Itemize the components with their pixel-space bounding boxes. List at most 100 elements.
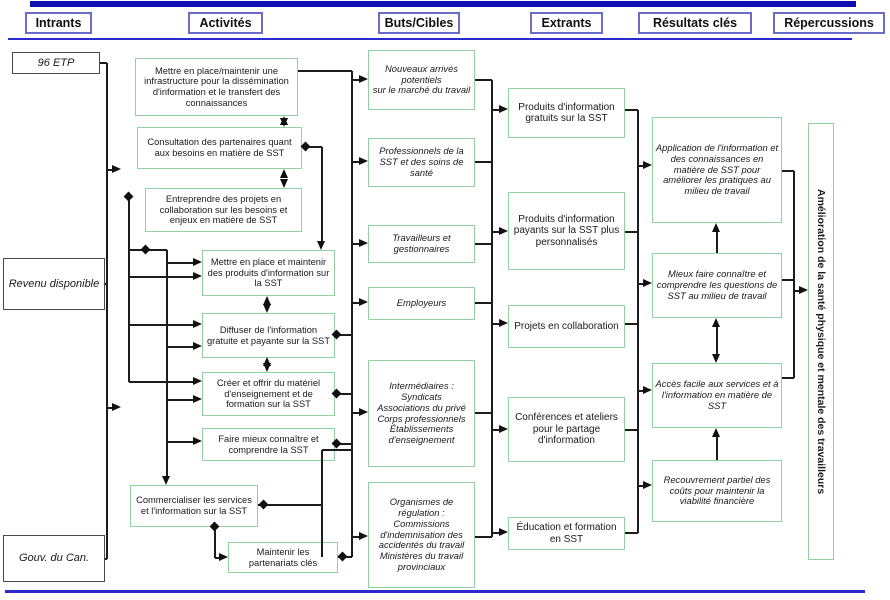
connector-line xyxy=(352,243,359,245)
connector-dia xyxy=(258,499,269,510)
connector-ar xyxy=(359,239,368,247)
connector-au xyxy=(712,223,720,232)
column-header-resultats: Résultats clés xyxy=(638,12,752,34)
connector-ar xyxy=(799,286,808,294)
activity-box-consultation: Consultation des partenaires quant aux b… xyxy=(137,127,302,169)
activity-box-produits: Mettre en place et maintenir des produit… xyxy=(202,250,335,296)
connector-line xyxy=(107,407,113,409)
intrant-box-etp: 96 ETP xyxy=(12,52,100,74)
output-box-projets: Projets en collaboration xyxy=(508,305,625,348)
connector-ad xyxy=(280,179,288,188)
result-box-recouvrement: Recouvrement partiel des coûts pour main… xyxy=(652,460,782,522)
connector-line xyxy=(492,323,499,325)
connector-dia xyxy=(123,191,134,202)
connector-line xyxy=(716,437,718,460)
connector-ar xyxy=(359,157,368,165)
connector-line xyxy=(782,170,794,172)
connector-ar xyxy=(112,403,121,411)
impact-box-amelioration: Amélioration de la santé physique et men… xyxy=(808,123,834,560)
connector-line xyxy=(716,230,718,253)
connector-line xyxy=(335,443,352,445)
connector-dia xyxy=(140,244,151,255)
bottom-rule xyxy=(5,590,865,593)
target-box-travailleurs: Travailleurs et gestionnaires xyxy=(368,225,475,263)
connector-line xyxy=(793,171,795,378)
output-box-produits-payants: Produits d'information payants sur la SS… xyxy=(508,192,625,270)
connector-ar xyxy=(499,319,508,327)
connector-line xyxy=(335,393,352,395)
connector-ar xyxy=(112,165,121,173)
connector-line xyxy=(322,449,352,451)
connector-line xyxy=(638,283,643,285)
output-box-conferences: Conférences et ateliers pour le partage … xyxy=(508,397,625,462)
header-underline xyxy=(8,38,852,40)
connector-ar xyxy=(359,75,368,83)
connector-line xyxy=(107,169,113,171)
activity-box-materiel: Créer et offrir du matériel d'enseigneme… xyxy=(202,372,335,416)
connector-line xyxy=(475,412,492,414)
connector-line xyxy=(105,558,107,560)
output-box-education: Éducation et formation en SST xyxy=(508,517,625,550)
connector-ar xyxy=(499,227,508,235)
connector-line xyxy=(352,536,359,538)
connector-line xyxy=(129,324,193,326)
connector-line xyxy=(475,536,492,538)
connector-line xyxy=(782,279,794,281)
connector-line xyxy=(167,262,193,264)
connector-line xyxy=(167,441,193,443)
connector-line xyxy=(492,231,499,233)
connector-line xyxy=(794,290,799,292)
connector-ar xyxy=(499,105,508,113)
connector-ad xyxy=(280,118,288,127)
connector-line xyxy=(638,390,643,392)
connector-ar xyxy=(219,553,228,561)
target-box-employeurs: Employeurs xyxy=(368,287,475,320)
target-box-professionnels: Professionnels de la SST et des soins de… xyxy=(368,138,475,187)
connector-ar xyxy=(193,320,202,328)
connector-ad xyxy=(263,304,271,313)
connector-line xyxy=(100,62,107,64)
column-header-buts-cibles: Buts/Cibles xyxy=(378,12,460,34)
connector-line xyxy=(302,146,322,148)
connector-line xyxy=(625,231,638,233)
connector-au xyxy=(263,296,271,305)
connector-au xyxy=(280,169,288,178)
connector-line xyxy=(475,243,492,245)
connector-line xyxy=(475,79,492,81)
connector-line xyxy=(638,165,643,167)
activity-box-commercialiser: Commercialiser les services et l'informa… xyxy=(130,485,258,527)
connector-line xyxy=(637,110,639,533)
connector-ar xyxy=(193,272,202,280)
intrant-box-revenu: Revenu disponible xyxy=(3,258,105,310)
connector-au xyxy=(712,318,720,327)
column-header-repercussions: Répercussions xyxy=(773,12,885,34)
connector-line xyxy=(352,161,359,163)
connector-ar xyxy=(193,377,202,385)
connector-line xyxy=(215,557,219,559)
connector-line xyxy=(321,450,323,557)
connector-line xyxy=(716,327,718,356)
connector-line xyxy=(106,63,108,559)
top-bar xyxy=(30,1,856,7)
connector-ar xyxy=(359,532,368,540)
connector-line xyxy=(475,302,492,304)
column-header-activites: Activités xyxy=(188,12,263,34)
target-box-intermediaires: Intermédiaires : Syndicats Associations … xyxy=(368,360,475,467)
connector-ar xyxy=(643,279,652,287)
connector-line xyxy=(321,147,323,241)
connector-line xyxy=(335,334,352,336)
connector-ar xyxy=(193,437,202,445)
connector-dia xyxy=(337,551,348,562)
result-box-connaitre: Mieux faire connaître et comprendre les … xyxy=(652,253,782,318)
connector-line xyxy=(625,429,638,431)
connector-au xyxy=(263,357,271,366)
connector-ad xyxy=(162,476,170,485)
target-box-nouveaux-arrives: Nouveaux arrivés potentiels sur le march… xyxy=(368,50,475,110)
result-box-application: Application de l'information et des conn… xyxy=(652,117,782,223)
connector-line xyxy=(625,323,638,325)
connector-au xyxy=(712,428,720,437)
connector-line xyxy=(491,80,493,537)
connector-line xyxy=(492,429,499,431)
intrant-box-gouv: Gouv. du Can. xyxy=(3,535,105,582)
